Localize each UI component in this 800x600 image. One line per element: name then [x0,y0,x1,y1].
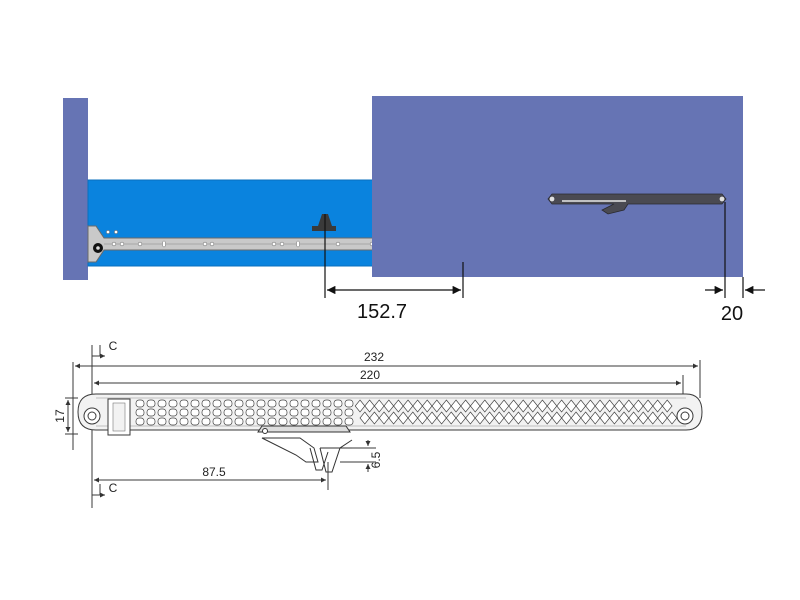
technical-drawing [65,345,703,508]
dimension-total-length-label: 232 [364,350,384,364]
dimension-side: 20 [705,202,765,325]
dimension-offset-label: 152.7 [357,301,407,323]
dimension-trigger-height-label: 6.5 [369,451,383,468]
soft-close-damper [547,193,727,215]
dimension-trigger-offset-label: 87.5 [202,465,226,479]
trigger-mechanism [257,425,353,473]
left-cabinet-panel [63,98,88,280]
dimension-side-label: 20 [721,303,743,325]
perforation-pattern [135,399,678,426]
right-cabinet-panel [372,96,743,277]
section-mark-bottom: C [109,481,118,495]
dimension-offset: 152.7 [324,214,464,323]
installation-illustration: 152.7 20 [63,96,765,325]
dimension-hole-pitch-label: 220 [360,368,380,382]
section-mark-top: C [109,339,118,353]
dimension-height-label: 17 [53,409,67,423]
